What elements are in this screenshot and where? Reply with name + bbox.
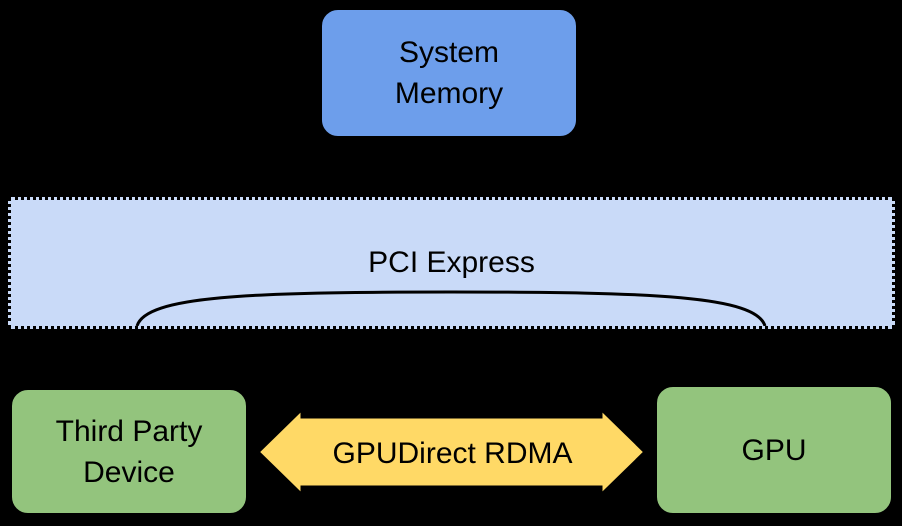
third-party-device-label: Third Party Device xyxy=(55,414,203,489)
gpudirect-rdma-label: GPUDirect RDMA xyxy=(332,437,573,470)
pcie-bus-arc-line xyxy=(135,290,767,326)
pci-express-band: PCI Express xyxy=(8,197,895,329)
system-memory-node: System Memory xyxy=(320,8,578,138)
third-party-device-node: Third Party Device xyxy=(10,388,248,515)
gpu-node: GPU xyxy=(655,385,893,515)
gpudirect-rdma-arrow xyxy=(255,405,648,499)
arc-path xyxy=(135,290,767,326)
system-memory-label: System Memory xyxy=(394,36,504,110)
gpu-label: GPU xyxy=(741,433,807,467)
double-arrow-shape xyxy=(255,405,648,499)
pci-express-label: PCI Express xyxy=(368,246,535,279)
